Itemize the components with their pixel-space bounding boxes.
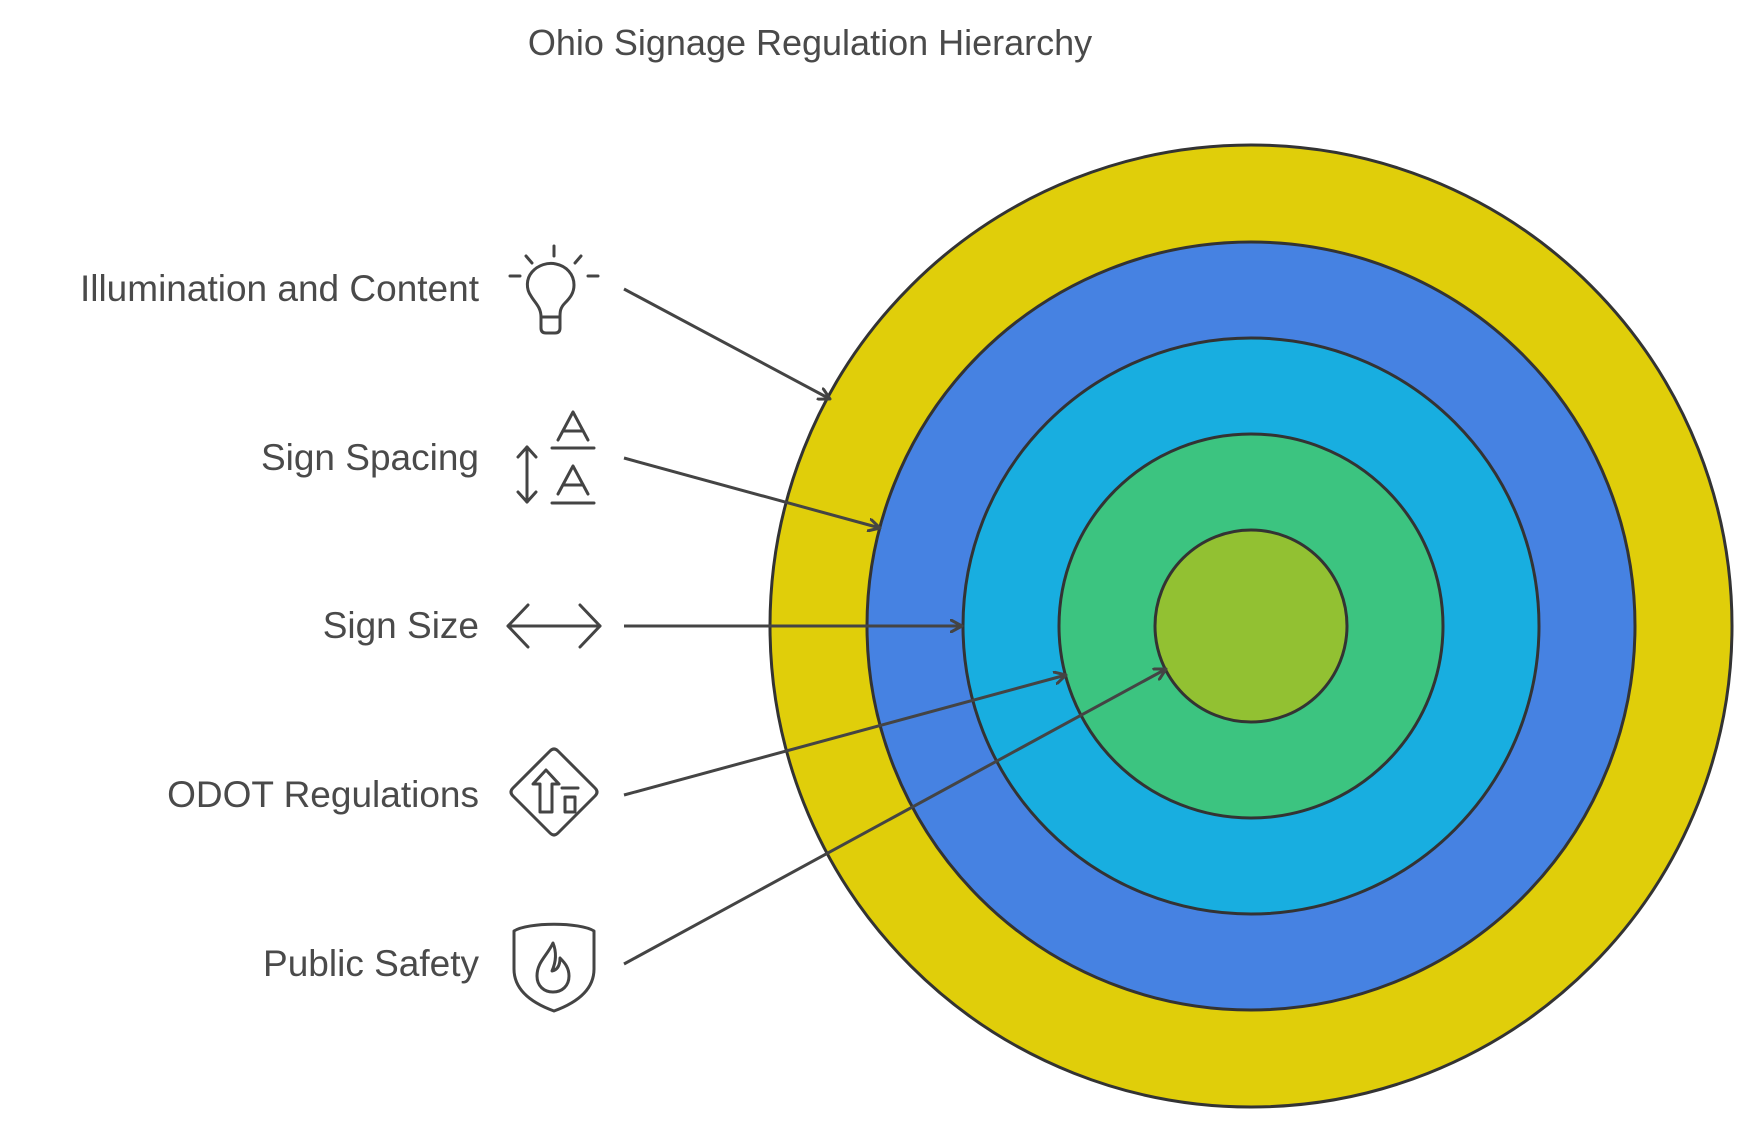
road-sign-icon xyxy=(509,747,599,837)
arrow-illumination-and-content xyxy=(623,287,830,399)
label-odot-regulations: ODOT Regulations xyxy=(167,774,479,815)
label-public-safety: Public Safety xyxy=(263,943,479,984)
text-spacing-icon xyxy=(516,410,596,505)
arrow-odot-regulations xyxy=(623,675,1066,797)
diagram-title: Ohio Signage Regulation Hierarchy xyxy=(527,22,1093,63)
ring-public-safety xyxy=(1153,528,1349,724)
arrow-public-safety xyxy=(623,669,1166,966)
lightbulb-icon xyxy=(508,244,600,335)
double-arrow-horizontal-icon xyxy=(506,603,602,649)
label-sign-size: Sign Size xyxy=(322,605,479,646)
label-illumination-and-content: Illumination and Content xyxy=(79,268,479,309)
fire-shield-icon xyxy=(512,922,596,1013)
arrow-sign-spacing xyxy=(623,456,880,528)
label-sign-spacing: Sign Spacing xyxy=(260,437,479,478)
